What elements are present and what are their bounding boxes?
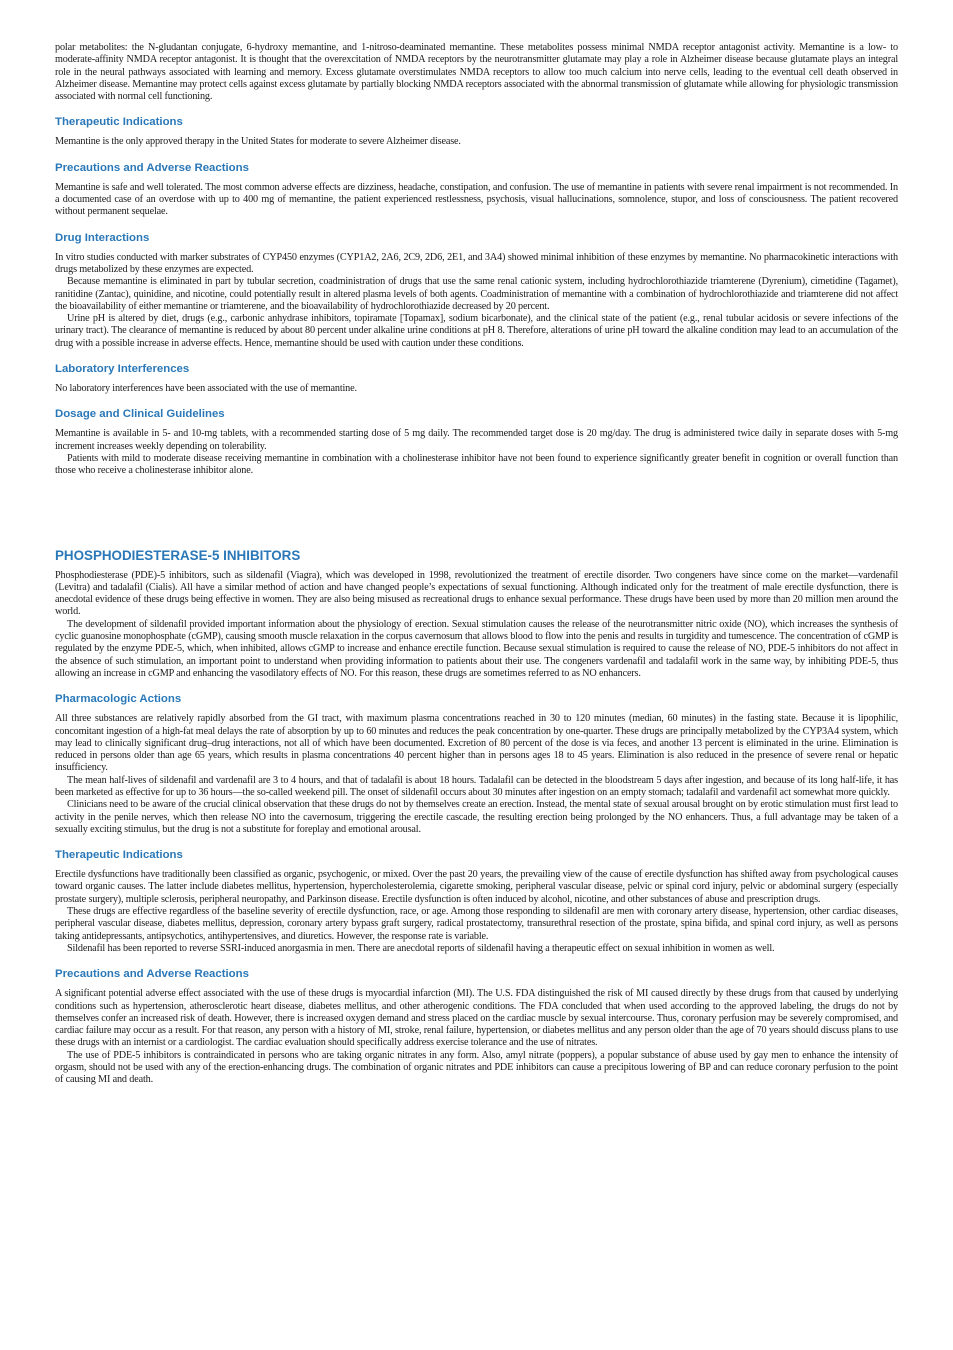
- paragraph: Because memantine is eliminated in part …: [55, 276, 898, 312]
- section-heading-precautions: Precautions and Adverse Reactions: [55, 161, 249, 174]
- paragraph: Patients with mild to moderate disease r…: [55, 452, 898, 477]
- paragraph: Sildenafil has been reported to reverse …: [67, 942, 775, 954]
- paragraph: Clinicians need to be aware of the cruci…: [55, 799, 898, 835]
- paragraph: Memantine is safe and well tolerated. Th…: [55, 181, 898, 218]
- paragraph: No laboratory interferences have been as…: [55, 383, 357, 395]
- paragraph: The mean half-lives of sildenafil and va…: [55, 774, 898, 798]
- paragraph: The development of sildenafil provided i…: [55, 618, 898, 679]
- paragraph: Memantine is the only approved therapy i…: [55, 136, 461, 148]
- paragraph: All three substances are relatively rapi…: [55, 713, 898, 774]
- paragraph: Memantine is available in 5- and 10-mg t…: [55, 428, 898, 452]
- paragraph: A significant potential adverse effect a…: [55, 988, 898, 1049]
- intro-paragraph: polar metabolites: the N-gludantan conju…: [55, 42, 898, 103]
- document-page: polar metabolites: the N-gludantan conju…: [55, 42, 898, 1087]
- paragraph: The use of PDE-5 inhibitors is contraind…: [55, 1049, 898, 1086]
- paragraph: Erectile dysfunctions have traditionally…: [55, 869, 898, 905]
- section-heading-laboratory: Laboratory Interferences: [55, 363, 190, 376]
- section-heading-drug-interactions: Drug Interactions: [55, 231, 150, 244]
- section-heading-precautions-pde5: Precautions and Adverse Reactions: [55, 968, 249, 981]
- section-heading-pharmacologic: Pharmacologic Actions: [55, 693, 182, 706]
- paragraph: These drugs are effective regardless of …: [55, 906, 898, 942]
- section-heading-therapeutic: Therapeutic Indications: [55, 116, 183, 129]
- chapter-heading-pde5: PHOSPHODIESTERASE-5 INHIBITORS: [55, 547, 301, 563]
- paragraph: In vitro studies conducted with marker s…: [55, 251, 898, 275]
- section-heading-therapeutic-pde5: Therapeutic Indications: [55, 849, 183, 862]
- paragraph: Phosphodiesterase (PDE)-5 inhibitors, su…: [55, 569, 898, 618]
- paragraph: Urine pH is altered by diet, drugs (e.g.…: [55, 313, 898, 349]
- section-heading-dosage: Dosage and Clinical Guidelines: [55, 408, 225, 421]
